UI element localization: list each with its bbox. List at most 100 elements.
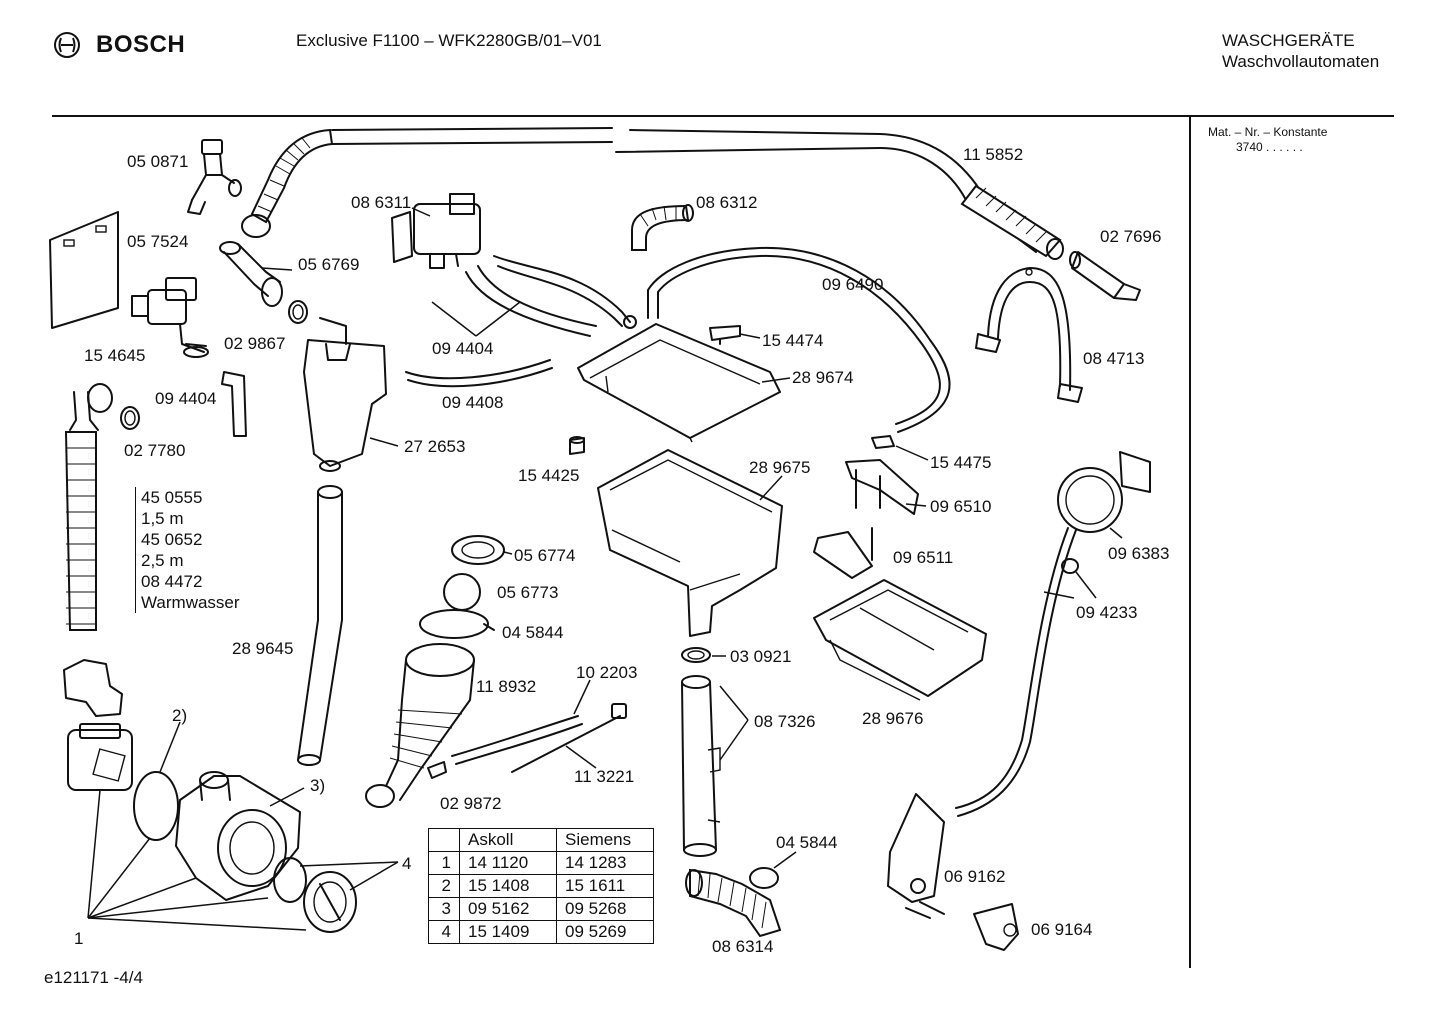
table-row: 4 15 1409 09 5269 [428,920,654,944]
part-clamp-045844-b[interactable] [749,851,797,889]
label-289674: 28 9674 [792,368,853,387]
header-rule [52,115,1394,117]
label-027780: 02 7780 [124,441,185,460]
hose-option: 1,5 m [141,509,184,528]
label-094408: 09 4408 [442,393,503,412]
part-elbow-hose[interactable] [219,241,293,307]
part-bracket-096511[interactable] [813,527,873,579]
hose-option: 08 4472 [141,572,203,591]
table-cell: 15 1409 [459,920,557,944]
label-086311: 08 6311 [351,193,411,212]
part-pump-motor[interactable] [67,723,133,791]
label-086314: 08 6314 [712,937,773,956]
part-seal-056774[interactable] [451,535,513,565]
part-short-hose-a[interactable] [221,371,247,437]
label-289645: 28 9645 [232,639,293,658]
sidebar-rule [1189,117,1191,968]
label-096510: 09 6510 [930,497,991,516]
part-valve-086311[interactable] [391,193,481,269]
part-ball-056773[interactable] [443,573,481,611]
material-number-box: Mat. – Nr. – Konstante 3740 . . . . . . [1208,125,1327,155]
part-rod-113221[interactable] [511,703,627,773]
label-ref4: 4 [402,854,411,873]
part-dispenser-drawer[interactable] [813,579,987,701]
part-pipe-087326[interactable] [681,675,749,857]
part-y-connector[interactable] [187,139,242,215]
table-cell: 15 1408 [459,874,557,898]
part-dispenser-lid[interactable] [577,323,791,443]
label-057524: 05 7524 [127,232,188,251]
part-plug-154425[interactable] [569,436,585,455]
part-pressure-switch[interactable] [1057,451,1151,539]
part-outlet-bellows[interactable] [960,184,1064,260]
part-detergent-container[interactable] [303,317,399,472]
part-connector-154475[interactable] [871,435,929,461]
table-header-cell [428,828,460,852]
part-clamp-045844-a[interactable] [419,609,495,639]
part-bracket-096510[interactable] [845,459,927,515]
leader-lines-ref4 [299,861,399,891]
label-154645: 15 4645 [84,346,145,365]
label-069162: 06 9162 [944,867,1005,886]
leader-lines-ref1 [87,789,307,931]
table-header-cell: Siemens [556,828,654,852]
part-filter-seal[interactable] [273,857,307,903]
table-cell: 14 1283 [556,851,654,875]
part-hose-096490[interactable] [647,246,951,433]
label-289675: 28 9675 [749,458,810,477]
part-seal-ring-2[interactable] [133,721,181,841]
label-154425: 15 4425 [518,466,579,485]
part-hose-102203[interactable] [451,679,591,765]
part-ring-029867[interactable] [288,300,308,324]
label-118932: 11 8932 [476,677,536,696]
table-row: 1 14 1120 14 1283 [428,851,654,875]
part-hose-pair-094404[interactable] [431,255,637,337]
part-bellows-086314[interactable] [685,868,782,938]
hose-option: 45 0652 [141,530,203,549]
label-029867: 02 9867 [224,334,285,353]
part-bracket-069162[interactable] [887,793,945,919]
table-cell: 4 [428,920,460,944]
model-title: Exclusive F1100 – WFK2280GB/01–V01 [296,31,602,50]
part-cap-069164[interactable] [973,903,1019,951]
part-pressure-hose[interactable] [955,527,1097,817]
part-filter[interactable] [303,871,357,933]
part-ring-029872[interactable] [427,761,447,779]
bosch-logo-icon [54,32,80,58]
label-027696: 02 7696 [1100,227,1161,246]
hose-option: 2,5 m [141,551,184,570]
label-154474: 15 4474 [762,331,823,350]
label-ref1: 1 [74,929,83,948]
part-inlet-hose-bellows[interactable] [241,127,1051,253]
part-hose-bracket[interactable] [975,267,1083,403]
part-cover-plate[interactable] [49,211,119,329]
label-084713: 08 4713 [1083,349,1144,368]
part-inlet-valve[interactable] [131,277,209,358]
pump-cross-reference-table: Askoll Siemens 1 14 1120 14 1283 2 15 14… [428,828,654,944]
part-elbow-086312[interactable] [631,204,694,251]
part-clip-154474[interactable] [709,325,761,345]
part-drain-hose[interactable] [64,383,113,631]
table-cell: 09 5268 [556,897,654,921]
label-069164: 06 9164 [1031,920,1092,939]
part-long-hose[interactable] [297,485,343,766]
matnr-value: 3740 . . . . . . [1236,140,1303,154]
part-end-cap[interactable] [1069,251,1141,301]
brand-name: BOSCH [96,31,186,58]
table-cell: 14 1120 [459,851,557,875]
part-ring-030921[interactable] [681,647,726,663]
part-pump-housing[interactable] [175,771,305,901]
label-102203: 10 2203 [576,663,637,682]
part-dispenser-housing[interactable] [597,449,783,637]
hose-option: Warmwasser [141,593,240,612]
part-ring-027780[interactable] [120,406,140,430]
label-272653: 27 2653 [404,437,465,456]
label-ref3: 3) [310,776,325,795]
part-hose-094408[interactable] [405,359,553,388]
part-pump-cover[interactable] [63,659,123,717]
table-cell: 3 [428,897,460,921]
category-line-2: Waschvollautomaten [1222,52,1380,71]
part-sump-hose[interactable] [365,643,475,808]
label-115852: 11 5852 [963,145,1023,164]
label-154475: 15 4475 [930,453,991,472]
